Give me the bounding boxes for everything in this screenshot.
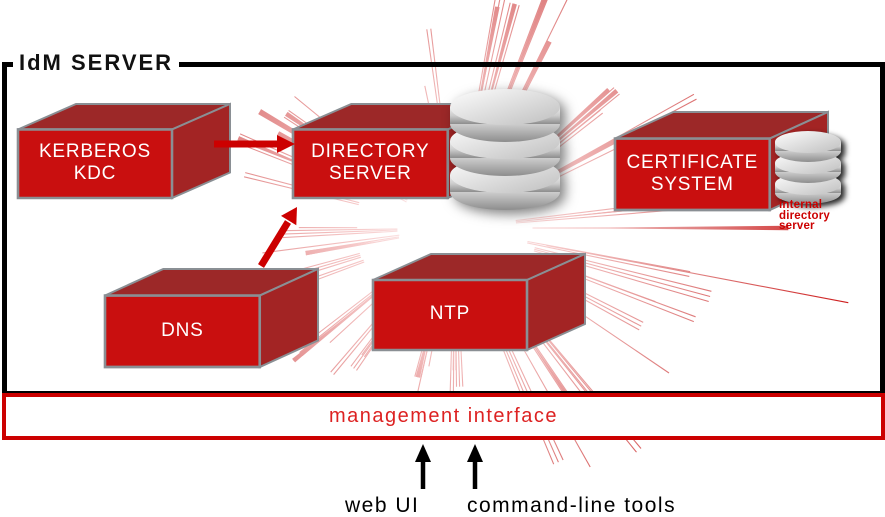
internal-directory-server-label: internal directory server [779, 199, 831, 232]
kerberos-kdc-box: KERBEROS KDC [16, 102, 231, 200]
management-interface-bar: management interface [2, 393, 885, 440]
management-interface-label: management interface [328, 405, 558, 427]
page-title: IdM SERVER [13, 50, 180, 76]
dns-box: DNS [103, 267, 320, 369]
ntp-box: NTP [371, 252, 586, 352]
cli-arrow [467, 444, 483, 489]
kerberos-kdc-label: KERBEROS KDC [38, 141, 151, 185]
web-ui-label: web UI [345, 494, 420, 517]
database-icon [448, 86, 562, 210]
web-ui-arrow [415, 444, 431, 489]
dns-label: DNS [161, 319, 204, 341]
directory-server-label: DIRECTORY SERVER [311, 141, 430, 185]
certificate-system-label: CERTIFICATE SYSTEM [626, 151, 759, 195]
cli-label: command-line tools [467, 494, 677, 517]
box-3d-shape [16, 102, 231, 200]
ntp-label: NTP [429, 303, 471, 325]
database-icon [772, 130, 844, 204]
